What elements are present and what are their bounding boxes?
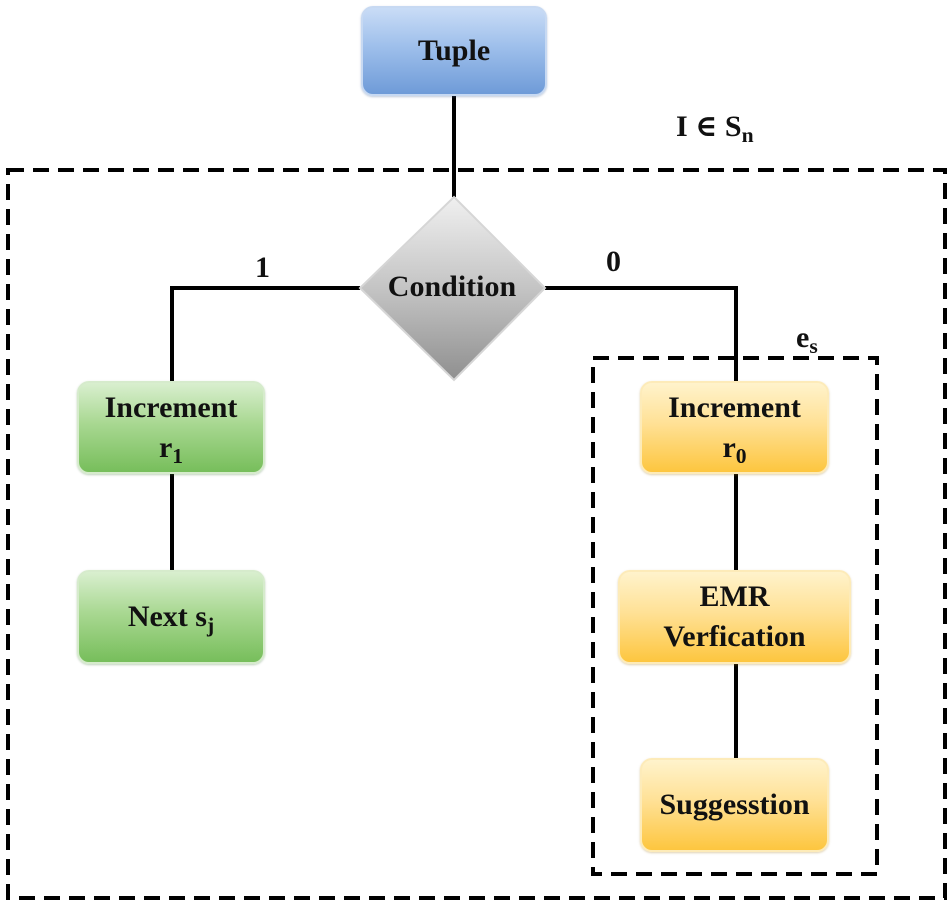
- condition-diamond: [358, 195, 547, 382]
- next-sj-line: Next sj: [128, 597, 214, 637]
- outer-region-label: I ∈ Sn: [676, 110, 754, 146]
- outer-region-label-base: I ∈ S: [676, 110, 742, 143]
- branch-false-label: 0: [606, 245, 621, 278]
- emr-verification-line2: Verfication: [663, 620, 806, 653]
- edge-condition-increment-r1: [170, 286, 360, 383]
- outer-region-label-sub: n: [741, 123, 754, 148]
- branch-true-label: 1: [255, 251, 270, 284]
- increment-r1-node: Increment r1: [77, 381, 265, 474]
- tuple-node-label: Tuple: [417, 34, 491, 67]
- next-sj-base: Next s: [127, 600, 207, 633]
- suggestion-label: Suggesstion: [659, 788, 810, 821]
- emr-verification-line1: EMR: [699, 580, 770, 613]
- suggestion-node: Suggesstion: [640, 758, 829, 852]
- condition-label: Condition: [387, 270, 517, 303]
- increment-r1-sub: 1: [172, 443, 184, 468]
- next-sj-node: Next sj: [77, 570, 265, 664]
- increment-r1-base: r: [158, 430, 173, 464]
- emr-verification-node: EMR Verfication: [618, 570, 851, 664]
- increment-r0-line1: Increment: [668, 390, 801, 424]
- inner-region-label: es: [796, 321, 818, 357]
- edge-condition-increment-r0: [545, 286, 738, 383]
- inner-region-label-base: e: [796, 321, 810, 354]
- increment-r0-line2: r0: [722, 428, 746, 468]
- inner-region-label-sub: s: [809, 334, 818, 359]
- increment-r1-line1: Increment: [104, 390, 238, 424]
- increment-r1-line2: r1: [159, 428, 183, 468]
- next-sj-sub: j: [206, 613, 215, 638]
- tuple-node: Tuple: [361, 6, 547, 96]
- increment-r0-sub: 0: [735, 443, 747, 468]
- outer-region-border: [6, 168, 947, 900]
- increment-r0-base: r: [722, 430, 736, 464]
- increment-r0-node: Increment r0: [640, 381, 829, 474]
